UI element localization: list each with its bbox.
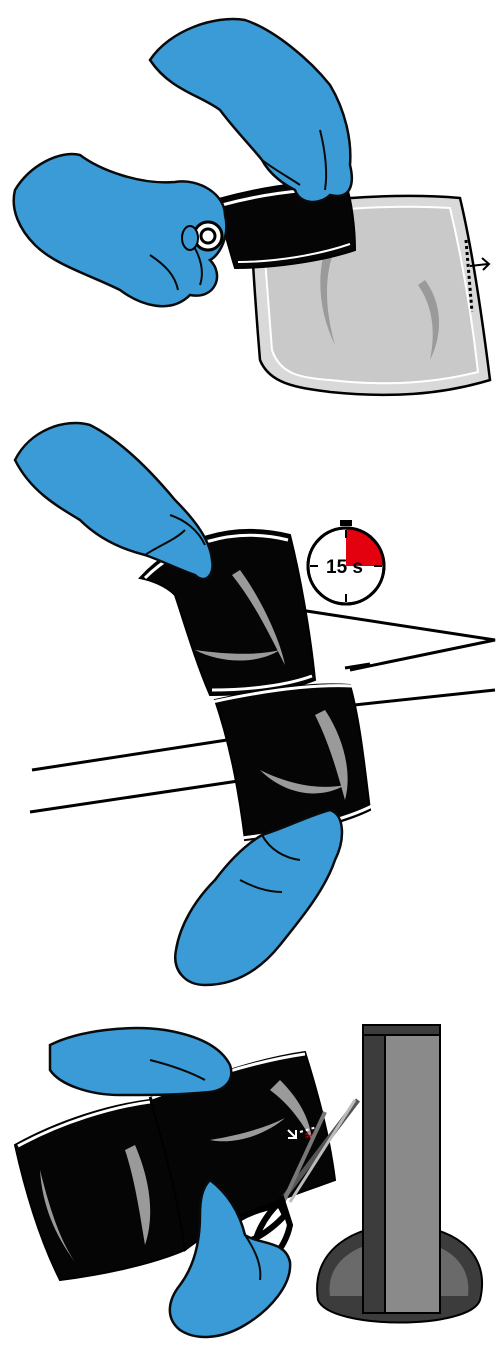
upper-glove — [15, 423, 213, 579]
right-glove — [150, 19, 352, 202]
column-front — [385, 1033, 440, 1313]
timer-label: 15 s — [326, 557, 363, 578]
table-edge — [30, 780, 245, 812]
step-1-panel — [14, 19, 490, 395]
column-dark-side — [363, 1033, 385, 1313]
timer-icon: 15 s — [308, 520, 384, 604]
top-glove — [50, 1028, 231, 1095]
table-edge — [32, 738, 240, 770]
lower-glove — [175, 810, 342, 985]
step-3-panel: ✂ — [15, 1025, 482, 1337]
table-edge — [300, 610, 495, 670]
step-2-panel: 15 s — [15, 423, 495, 985]
